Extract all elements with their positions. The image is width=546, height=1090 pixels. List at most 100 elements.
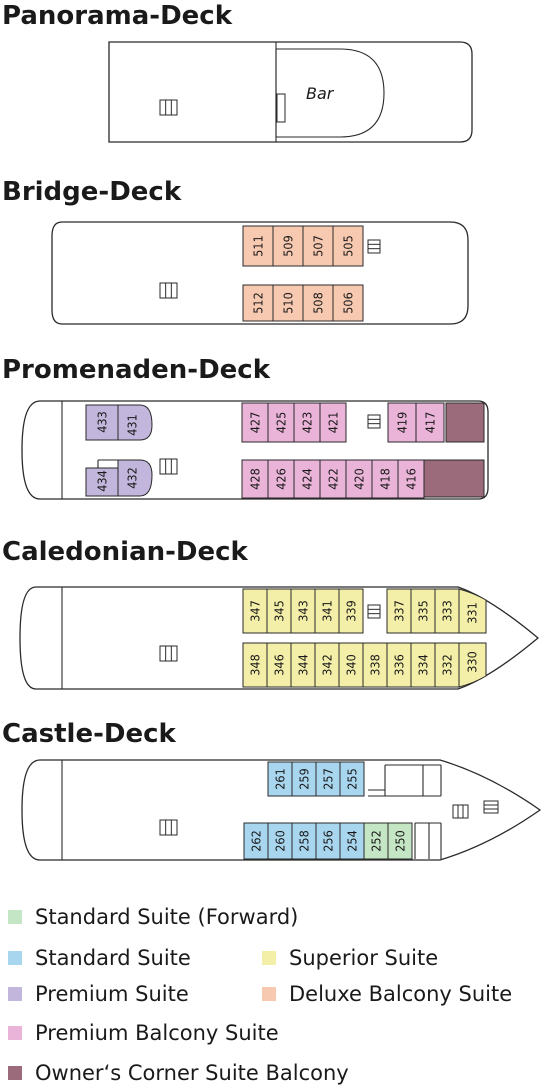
cabin-252[interactable] (363, 822, 389, 860)
cabin-347[interactable] (242, 588, 268, 634)
cabin-number-422: 422 (326, 468, 341, 489)
cabin-335[interactable] (410, 588, 436, 634)
cabin-number-416: 416 (404, 468, 419, 489)
cabin-510[interactable] (272, 284, 304, 322)
stairs-icon-frame (159, 458, 178, 475)
cabin-337[interactable] (386, 588, 412, 634)
cabin-number-260: 260 (273, 830, 288, 851)
legend-swatch (8, 1026, 22, 1040)
cabin-431[interactable] (117, 404, 153, 441)
stairs-icon (159, 458, 178, 475)
cabin-number-345: 345 (272, 600, 287, 621)
stairs-icon (367, 239, 381, 254)
cabin-417[interactable] (415, 402, 445, 443)
cabin-number-418: 418 (378, 468, 393, 489)
cabin-number-261: 261 (273, 768, 288, 789)
cabin-338[interactable] (362, 642, 388, 688)
cabin-number-423: 423 (300, 412, 315, 433)
legend-swatch (8, 987, 22, 1001)
cabin-254[interactable] (339, 822, 365, 860)
cabin-257[interactable] (315, 761, 341, 797)
cabin-number-424: 424 (300, 468, 315, 489)
cabin-number-348: 348 (248, 654, 263, 675)
cabin-416-frame (397, 459, 425, 499)
stairs-icon (483, 800, 499, 814)
cabin-511[interactable] (242, 225, 274, 267)
cabin-506[interactable] (332, 284, 364, 322)
cabin-343[interactable] (290, 588, 316, 634)
cabin-339[interactable] (338, 588, 364, 634)
cabin-330[interactable] (458, 642, 487, 688)
cabin-505[interactable] (332, 225, 364, 267)
cabin-number-427: 427 (248, 412, 263, 433)
cabin-331[interactable] (458, 588, 487, 634)
cabin-258[interactable] (291, 822, 317, 860)
cabin-number-337: 337 (392, 600, 407, 621)
stairs-icon-frame (483, 800, 499, 814)
legend-swatch (8, 951, 22, 965)
stairs-icon (367, 604, 381, 619)
legend-item-superior: Superior Suite (262, 946, 438, 970)
cabin-number-340: 340 (344, 654, 359, 675)
legend-label: Superior Suite (289, 946, 439, 970)
deck-title-panorama: Panorama-Deck (2, 1, 233, 31)
cabin-340[interactable] (338, 642, 364, 688)
legend-swatch (262, 987, 276, 1001)
cabin-418[interactable] (371, 459, 399, 499)
legend-item-deluxe-balcony: Deluxe Balcony Suite (262, 982, 512, 1006)
cabin-422[interactable] (319, 459, 347, 499)
cabin-number-330: 330 (465, 651, 480, 672)
cabin-419[interactable] (387, 402, 417, 443)
cabin-332[interactable] (434, 642, 460, 688)
cabin-number-506: 506 (341, 292, 356, 313)
cabin-420[interactable] (345, 459, 373, 499)
cabin-336[interactable] (386, 642, 412, 688)
cabin-250[interactable] (387, 822, 413, 860)
cabin-509[interactable] (272, 225, 304, 267)
cabin-number-331: 331 (465, 602, 480, 623)
cabin-number-433: 433 (95, 411, 110, 432)
cabin-number-257: 257 (321, 768, 336, 789)
cabin-number-425: 425 (274, 412, 289, 433)
legend-swatch (8, 1066, 22, 1080)
hull-bridge (51, 221, 469, 325)
stairs-icon (159, 645, 178, 662)
legend-item-standard-forward: Standard Suite (Forward) (8, 905, 298, 929)
legend-label: Premium Balcony Suite (35, 1021, 279, 1045)
cabin-255[interactable] (339, 761, 365, 797)
cabin-427[interactable] (241, 402, 269, 443)
cabin-342[interactable] (314, 642, 340, 688)
cabin-425[interactable] (267, 402, 295, 443)
cabin-256[interactable] (315, 822, 341, 860)
legend-swatch (8, 910, 22, 924)
cabin-426[interactable] (267, 459, 295, 499)
cabin-423[interactable] (293, 402, 321, 443)
owners-corner-suite-lower[interactable] (423, 459, 485, 498)
cabin-432[interactable] (117, 459, 153, 497)
cabin-number-336: 336 (392, 654, 407, 675)
stairs-icon (452, 804, 469, 819)
cabin-number-341: 341 (320, 600, 335, 621)
cabin-number-346: 346 (272, 654, 287, 675)
owners-corner-suite-upper[interactable] (445, 402, 485, 443)
hull-panorama (108, 41, 473, 143)
cabin-512[interactable] (242, 284, 274, 322)
cabin-261[interactable] (267, 761, 293, 797)
cabin-number-509: 509 (281, 235, 296, 256)
cabin-421[interactable] (319, 402, 347, 443)
cabin-number-417: 417 (423, 412, 438, 433)
stairs-icon (367, 414, 381, 429)
cabin-424[interactable] (293, 459, 321, 499)
cabin-259[interactable] (291, 761, 317, 797)
cabin-507[interactable] (302, 225, 334, 267)
stairs-icon-frame (159, 819, 178, 836)
legend-label: Standard Suite (35, 946, 191, 970)
cabin-348[interactable] (242, 642, 268, 688)
cabin-number-343: 343 (296, 600, 311, 621)
cabin-428[interactable] (241, 459, 269, 499)
stairs-icon-frame (159, 99, 178, 116)
cabin-260[interactable] (267, 822, 293, 860)
cabin-number-255: 255 (345, 768, 360, 789)
cabin-346[interactable] (266, 642, 292, 688)
cabin-341[interactable] (314, 588, 340, 634)
